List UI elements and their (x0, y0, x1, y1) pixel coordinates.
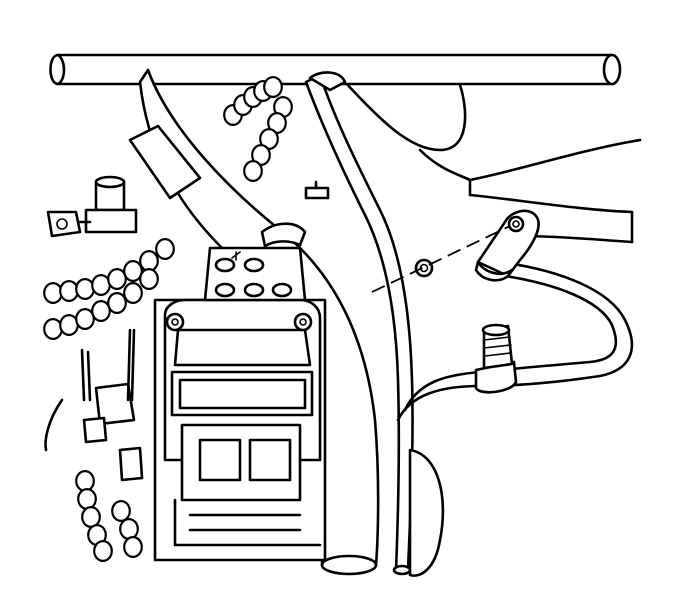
vacuum-line (396, 260, 634, 422)
hose-clamp (474, 209, 540, 282)
harness-bracket (128, 124, 202, 200)
stud (304, 180, 330, 200)
fastener-centerline (371, 225, 511, 293)
loom-upper (223, 76, 293, 182)
sensor-fitting (46, 175, 138, 238)
body-panel (343, 80, 642, 244)
clamp-nut (414, 258, 434, 278)
mounting-bracket (203, 246, 307, 302)
module-housing (153, 298, 327, 562)
heater-hose (304, 71, 414, 576)
harness-connector (44, 328, 144, 482)
crossbar-tube (49, 53, 622, 86)
loom-lower (75, 470, 143, 562)
reservoir-cap (408, 448, 445, 577)
vacuum-fitting (474, 323, 518, 394)
